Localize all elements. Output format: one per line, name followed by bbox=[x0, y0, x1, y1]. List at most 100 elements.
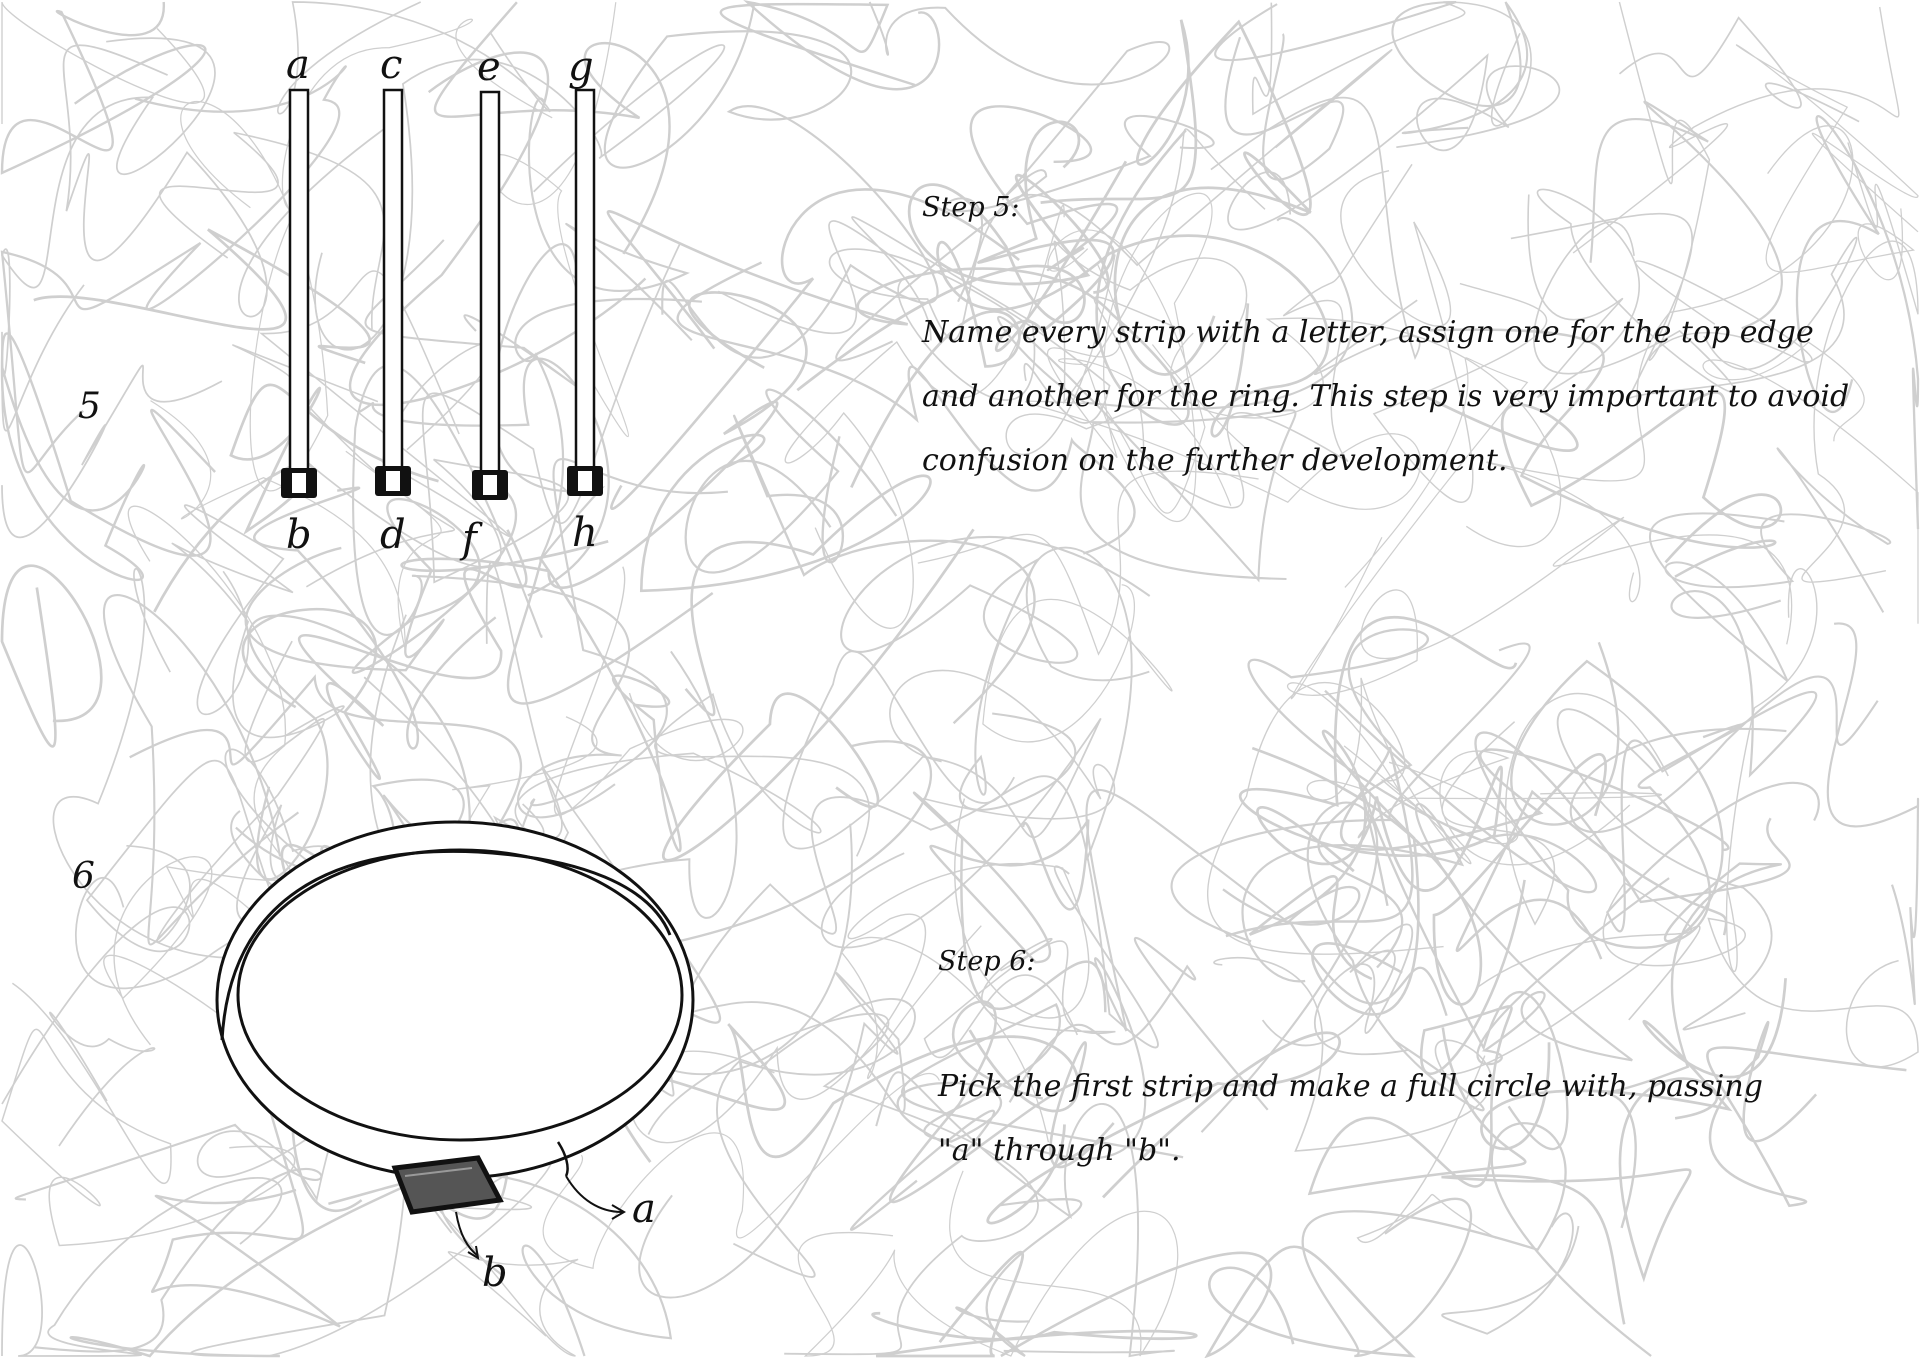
scribble-line bbox=[1213, 925, 1701, 1152]
scribble-line bbox=[1475, 881, 1919, 1068]
scribble-line bbox=[1358, 781, 1569, 1151]
scribble-line bbox=[259, 270, 510, 538]
scribble-line bbox=[253, 486, 497, 750]
scribble-line bbox=[647, 1013, 1039, 1356]
arrow-to-a bbox=[565, 1175, 623, 1213]
scribble-line bbox=[1005, 128, 1266, 456]
scribble-line bbox=[1480, 978, 1787, 1151]
scribble-line bbox=[1207, 681, 1519, 955]
scribble-line bbox=[1649, 447, 1892, 682]
scribble-line bbox=[1441, 1077, 1719, 1325]
step-6-line-1: Pick the first strip and make a full cir… bbox=[937, 1069, 1763, 1104]
ring-clip bbox=[391, 1155, 504, 1215]
scribble-line bbox=[719, 0, 941, 91]
ring-seam bbox=[556, 1141, 569, 1177]
scribble-line bbox=[514, 693, 871, 857]
scribble-line bbox=[639, 433, 932, 717]
scribble-line bbox=[1510, 641, 1782, 1229]
strip-4-ring-highlight bbox=[578, 471, 592, 491]
scribble-line bbox=[1527, 188, 1736, 399]
scribble-line bbox=[796, 173, 1110, 392]
scribble-line bbox=[1441, 1212, 1580, 1335]
scribble-line bbox=[553, 566, 744, 816]
strip-3-top-label: e bbox=[477, 44, 501, 90]
step-6-title: Step 6: bbox=[938, 946, 1035, 977]
scribble-line bbox=[348, 51, 647, 407]
scribble-line bbox=[301, 242, 682, 584]
scribble-line bbox=[1340, 169, 1548, 503]
scribble-line bbox=[797, 1170, 1179, 1357]
scribble-line bbox=[661, 528, 975, 862]
scribble-line bbox=[1572, 6, 1900, 254]
scribble-line bbox=[352, 364, 631, 819]
scribble-line bbox=[969, 105, 1119, 272]
scribble-line bbox=[1474, 723, 1791, 949]
step-6-line-2: "a" through "b". bbox=[938, 1133, 1181, 1168]
scribble-line bbox=[1225, 746, 1730, 938]
strip-2-body bbox=[382, 88, 404, 472]
strip-1: a b bbox=[281, 42, 317, 558]
scribble-line bbox=[1301, 1122, 1652, 1358]
scribble-line bbox=[1801, 142, 1919, 583]
scribble-line bbox=[1424, 390, 1783, 564]
step-5-line-3: confusion on the further development. bbox=[922, 443, 1508, 478]
scribble-line bbox=[875, 1071, 1175, 1358]
arrow-to-b-head bbox=[467, 1245, 480, 1260]
arrow-to-b bbox=[455, 1211, 479, 1257]
strip-1-bottom-label: b bbox=[286, 512, 312, 558]
step-5-line-2: and another for the ring. This step is v… bbox=[922, 379, 1849, 414]
scribble-line bbox=[1251, 1, 1532, 127]
scribble-line bbox=[923, 937, 1116, 1059]
scribble-line bbox=[150, 1064, 341, 1328]
strip-3-ring-highlight bbox=[483, 475, 497, 495]
scribble-line bbox=[955, 1198, 1083, 1357]
strip-1-body bbox=[288, 88, 310, 472]
scribble-line bbox=[1618, 1, 1813, 363]
scribble-line bbox=[982, 584, 1173, 743]
scribble-line bbox=[828, 49, 1393, 424]
scribble-line bbox=[1429, 328, 1777, 578]
scribble-line bbox=[1569, 675, 1879, 834]
scribble-line bbox=[1589, 100, 1783, 330]
scribble-line bbox=[52, 567, 233, 959]
scribble-line bbox=[542, 1072, 940, 1270]
scribble-line bbox=[912, 791, 1107, 1013]
scribble-line bbox=[33, 228, 372, 365]
ring-clip-highlight bbox=[404, 1167, 473, 1177]
scribble-line bbox=[1224, 33, 1345, 181]
scribble-line bbox=[1486, 125, 1854, 603]
scribble-line bbox=[1241, 802, 1670, 1066]
scribble-line bbox=[150, 400, 442, 649]
scribble-line bbox=[1510, 213, 1858, 401]
strip-4-bottom-label: h bbox=[572, 510, 598, 556]
scribble-line bbox=[488, 2, 630, 437]
ring-band-twist bbox=[220, 849, 672, 1041]
scribble-line bbox=[241, 529, 528, 781]
strip-2: c d bbox=[375, 42, 411, 558]
strip-1-ring-highlight bbox=[292, 473, 306, 493]
step-6-diagram-ring: a b bbox=[215, 820, 695, 1296]
scribble-line bbox=[1008, 937, 1269, 1111]
scribble-line bbox=[102, 594, 300, 946]
scribble-line bbox=[889, 669, 1116, 820]
scribble-line bbox=[1170, 317, 1562, 548]
scribble-line bbox=[1307, 879, 1527, 1196]
scribble-line bbox=[1, 759, 349, 1105]
scribble-line bbox=[835, 1, 1171, 362]
ring-inner-edge bbox=[236, 848, 684, 1142]
step-5-line-1: Name every strip with a letter, assign o… bbox=[921, 315, 1814, 350]
scribble-line bbox=[977, 120, 1128, 352]
scribble-line bbox=[244, 480, 518, 674]
scribble-line bbox=[1618, 16, 1860, 123]
step-5-title: Step 5: bbox=[922, 192, 1019, 223]
scribble-line bbox=[1606, 590, 1820, 933]
scribble-line bbox=[506, 556, 714, 853]
scribble-line bbox=[610, 1023, 1080, 1163]
scribble-line bbox=[1200, 801, 1485, 1133]
scribble-line bbox=[1725, 568, 1818, 973]
scribble-line bbox=[1, 1, 205, 124]
scribble-line bbox=[1, 364, 223, 539]
scribble-line bbox=[1706, 1020, 1907, 1208]
scribble-line bbox=[732, 414, 1036, 725]
scribble-line bbox=[1170, 642, 1531, 943]
